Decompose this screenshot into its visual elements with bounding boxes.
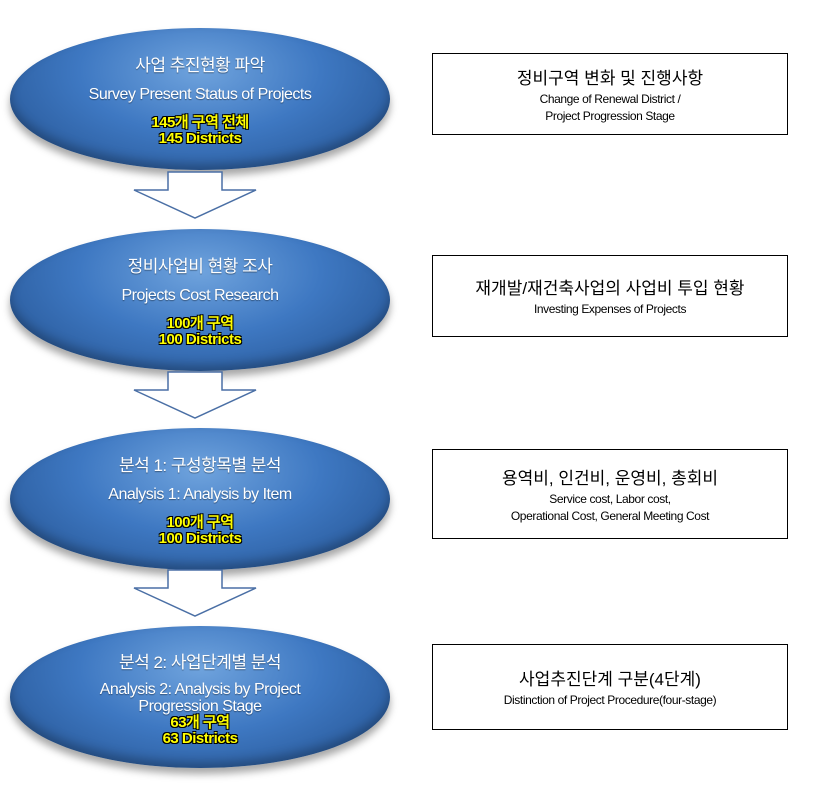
step-4-desc-ko: 사업추진단계 구분(4단계) xyxy=(519,670,701,689)
step-1-title-en: Survey Present Status of Projects xyxy=(88,86,312,103)
step-1-title-ko: 사업 추진현황 파악 xyxy=(135,56,265,75)
step-3-desc-ko: 용역비, 인건비, 운영비, 총회비 xyxy=(501,468,719,488)
step-4-desc-en-line-1: Distinction of Project Procedure(four-st… xyxy=(503,693,717,707)
down-arrow-icon xyxy=(133,371,257,419)
step-2-title-en: Projects Cost Research xyxy=(121,287,279,304)
step-3-title-en: Analysis 1: Analysis by Item xyxy=(108,486,292,503)
step-1-description-box: 정비구역 변화 및 진행사항 Change of Renewal Distric… xyxy=(432,53,788,135)
step-2-count-ko: 100개 구역 xyxy=(166,315,234,332)
step-1-desc-en-line-2: Project Progression Stage xyxy=(545,108,675,123)
step-4-title-ko: 분석 2: 사업단계별 분석 xyxy=(118,652,282,672)
step-1-count-en: 145 Districts xyxy=(158,130,242,147)
step-3-ellipse: 분석 1: 구성항목별 분석 Analysis 1: Analysis by I… xyxy=(10,428,390,570)
step-3-desc-en-line-1: Service cost, Labor cost, xyxy=(549,491,671,506)
step-3-count-ko: 100개 구역 xyxy=(166,514,234,531)
step-4-title-en-line-1: Analysis 2: Analysis by Project xyxy=(99,680,301,698)
down-arrow-icon xyxy=(133,171,257,219)
step-4-count-en: 63 Districts xyxy=(162,729,238,747)
down-arrow-icon xyxy=(133,569,257,617)
step-2-title-ko: 정비사업비 현황 조사 xyxy=(127,257,273,276)
step-1-ellipse: 사업 추진현황 파악 Survey Present Status of Proj… xyxy=(10,28,390,170)
step-3-count-en: 100 Districts xyxy=(158,530,242,547)
step-3-desc-en-line-2: Operational Cost, General Meeting Cost xyxy=(510,508,710,523)
step-1-count-ko: 145개 구역 전체 xyxy=(151,114,249,131)
step-4-count-ko: 63개 구역 xyxy=(170,713,230,731)
step-2-desc-en-line-1: Investing Expenses of Projects xyxy=(533,302,687,316)
step-2-desc-ko: 재개발/재건축사업의 사업비 투입 현황 xyxy=(475,279,745,298)
step-3-description-box: 용역비, 인건비, 운영비, 총회비 Service cost, Labor c… xyxy=(432,449,788,539)
step-1-desc-en-line-1: Change of Renewal District / xyxy=(539,91,681,106)
step-2-count-en: 100 Districts xyxy=(158,331,242,348)
step-2-description-box: 재개발/재건축사업의 사업비 투입 현황 Investing Expenses … xyxy=(432,255,788,337)
step-4-ellipse: 분석 2: 사업단계별 분석 Analysis 2: Analysis by P… xyxy=(10,626,390,768)
step-4-title-en-line-2: Progression Stage xyxy=(138,697,262,715)
step-4-description-box: 사업추진단계 구분(4단계) Distinction of Project Pr… xyxy=(432,644,788,730)
step-2-ellipse: 정비사업비 현황 조사 Projects Cost Research 100개 … xyxy=(10,229,390,371)
step-1-desc-ko: 정비구역 변화 및 진행사항 xyxy=(516,68,704,88)
step-3-title-ko: 분석 1: 구성항목별 분석 xyxy=(118,456,282,475)
